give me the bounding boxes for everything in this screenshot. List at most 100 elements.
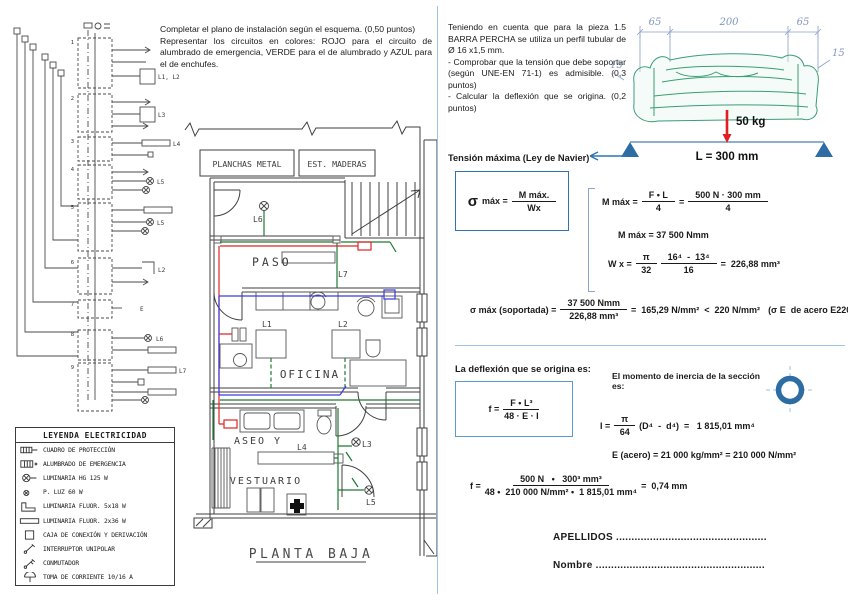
- legend-label: CUADRO DE PROTECCIÓN: [43, 446, 115, 454]
- zone-label-planchas: PLANCHAS METAL: [212, 159, 281, 169]
- branch-number: 2: [71, 96, 74, 102]
- circuit-alumbrado-green: [212, 211, 420, 510]
- numerator: 500 N · 300 mm: [688, 190, 768, 202]
- beam-model: [621, 110, 833, 157]
- dim-15-right: 15: [832, 48, 845, 59]
- room-label-paso: PASO: [252, 255, 292, 269]
- sigma-fraction: M máx. Wx: [511, 190, 557, 213]
- riser-circuit-labels: L1, L2 L3 L4 L5 L5 L2 E L6 L7: [140, 74, 187, 375]
- legend-box: LEYENDA ELECTRICIDAD CUADRO DE PROTECCIÓ…: [15, 427, 175, 586]
- legend-item: INTERRUPTOR UNIPOLAR: [16, 542, 174, 556]
- emergency-light-icon: [19, 458, 43, 470]
- lamp-label-l1: L1: [262, 320, 272, 329]
- protection-panel-icon: [19, 444, 43, 456]
- numerator: 500 N • 300³ mm³: [513, 474, 609, 486]
- mmax-fraction-symbolic: F • L 4: [641, 190, 675, 213]
- fluor-lamp-l-icon: [19, 501, 43, 513]
- wx-fraction-pi: π 32: [635, 252, 657, 275]
- light-point-icon: [19, 487, 43, 499]
- surname-line: APELLIDOS ..............................…: [553, 532, 767, 543]
- mmax-result: M máx = 37 500 Nmm: [618, 230, 709, 240]
- branch-number: 5: [71, 205, 74, 211]
- f2-result: = 0,74 mm: [641, 480, 688, 491]
- page-divider: [437, 6, 438, 594]
- dimension-lines: [611, 26, 831, 81]
- problem-statement: Teniendo en cuenta que para la pieza 1.5…: [448, 22, 626, 114]
- lamp-symbols: [259, 201, 374, 495]
- instruction-line: Representar los circuitos en colores: RO…: [160, 35, 432, 69]
- sigma-symbol: σ: [467, 192, 478, 210]
- legend-label: ALUMBRADO DE EMERGENCIA: [43, 460, 126, 468]
- sigma-supported-equation: σ máx (soportada) = 37 500 Nmm 226,88 mm…: [468, 298, 848, 321]
- fluor-lamp-icon: [19, 515, 43, 527]
- deflection-heading: La deflexión que se origina es:: [455, 364, 591, 374]
- junction-box-icon: [19, 529, 43, 541]
- dim-15-left: 15: [610, 60, 623, 71]
- arrow-left-icon: [589, 151, 626, 161]
- legend-label: INTERRUPTOR UNIPOLAR: [43, 545, 115, 553]
- legend-item: LUMINARIA HG 125 W: [16, 471, 174, 485]
- hg-lamp-icon: [19, 472, 43, 484]
- numerator: 37 500 Nmm: [560, 298, 627, 310]
- branch-number: 6: [71, 260, 74, 266]
- navier-heading: Tensión máxima (Ley de Navier): [448, 153, 590, 163]
- branch-number: 1: [71, 40, 74, 46]
- inertia-heading: El momento de inercia de la sección es:: [612, 371, 761, 391]
- denominator: 226,88 mm³: [569, 311, 619, 321]
- legend-item: P. LUZ 60 W: [16, 486, 174, 500]
- lamp-label-l6: L6: [253, 215, 263, 224]
- bar-drawing: [633, 53, 819, 123]
- circuit-label: L6: [156, 336, 164, 343]
- deflection-formula-box: f = F • L³ 48 · E · I: [455, 381, 573, 437]
- riser-schematic: [13, 22, 177, 412]
- section-separator: [455, 345, 845, 346]
- circuit-label: L3: [158, 112, 166, 119]
- f-fraction: F • L³ 48 · E · I: [503, 398, 540, 421]
- denominator: 4: [725, 203, 731, 213]
- floor-plan-labels: PLANCHAS METAL EST. MADERAS PASO OFICINA…: [212, 159, 375, 562]
- circuit-label: L5: [157, 220, 165, 227]
- numerator: M máx.: [511, 190, 557, 202]
- wx-fraction-diameters: 16⁴ - 13⁴ 16: [660, 252, 717, 275]
- steel-grade-note: (σ E de acero E220 ): [768, 304, 848, 315]
- legend-item: CONMUTADOR: [16, 557, 174, 571]
- numerator: π: [614, 414, 636, 426]
- f2-lhs: f =: [470, 480, 481, 491]
- branch-number: 3: [71, 139, 74, 145]
- circuit-label: L4: [173, 141, 181, 148]
- mmax-lhs: M máx =: [602, 196, 638, 207]
- f-lhs: f =: [488, 404, 500, 414]
- problem-line: - Comprobar que la tensión que debe sopo…: [448, 56, 626, 90]
- load-label: 50 kg: [736, 116, 765, 128]
- socket-icon: [19, 571, 43, 584]
- branch-number: 8: [71, 332, 74, 338]
- numerator: π: [635, 252, 657, 264]
- branch-number: 9: [71, 365, 74, 371]
- sigma-supported-fraction: 37 500 Nmm 226,88 mm³: [560, 298, 627, 321]
- inertia-result: (D⁴ - d⁴) = 1 815,01 mm⁴: [639, 420, 755, 431]
- legend-item: CUADRO DE PROTECCIÓN: [16, 443, 174, 457]
- inertia-fraction: π 64: [614, 414, 636, 437]
- dim-65-left: 65: [649, 17, 662, 28]
- branch-number: 4: [71, 167, 75, 173]
- lamp-label-l3: L3: [362, 440, 372, 449]
- wx-result: = 226,88 mm³: [720, 258, 780, 269]
- instruction-line: Completar el plano de instalación según …: [160, 24, 416, 34]
- denominator: 48 • 210 000 N/mm² • 1 815,01 mm⁴: [484, 487, 638, 497]
- equals-sign: =: [678, 196, 685, 207]
- wx-lhs: W x =: [608, 258, 632, 269]
- dim-65-right: 65: [797, 17, 810, 28]
- lamp-label-l5: L5: [366, 498, 376, 507]
- inertia-lhs: I =: [600, 420, 611, 431]
- wx-equation: W x = π 32 16⁴ - 13⁴ 16 = 226,88 mm³: [606, 252, 782, 275]
- dimension-labels: 65 200 65 15 15: [610, 17, 845, 71]
- denominator: 48 · E · I: [504, 410, 539, 421]
- legend-label: P. LUZ 60 W: [43, 489, 83, 497]
- commutator-icon: [19, 558, 43, 570]
- legend-item: LUMINARIA FLUOR. 2x36 W: [16, 514, 174, 528]
- denominator: 4: [655, 203, 661, 213]
- legend-item: LUMINARIA FLUOR. 5x18 W: [16, 500, 174, 514]
- zone-label-maderas: EST. MADERAS: [307, 159, 366, 169]
- first-aid-cross-icon: [290, 499, 304, 513]
- denominator: Wx: [527, 202, 541, 213]
